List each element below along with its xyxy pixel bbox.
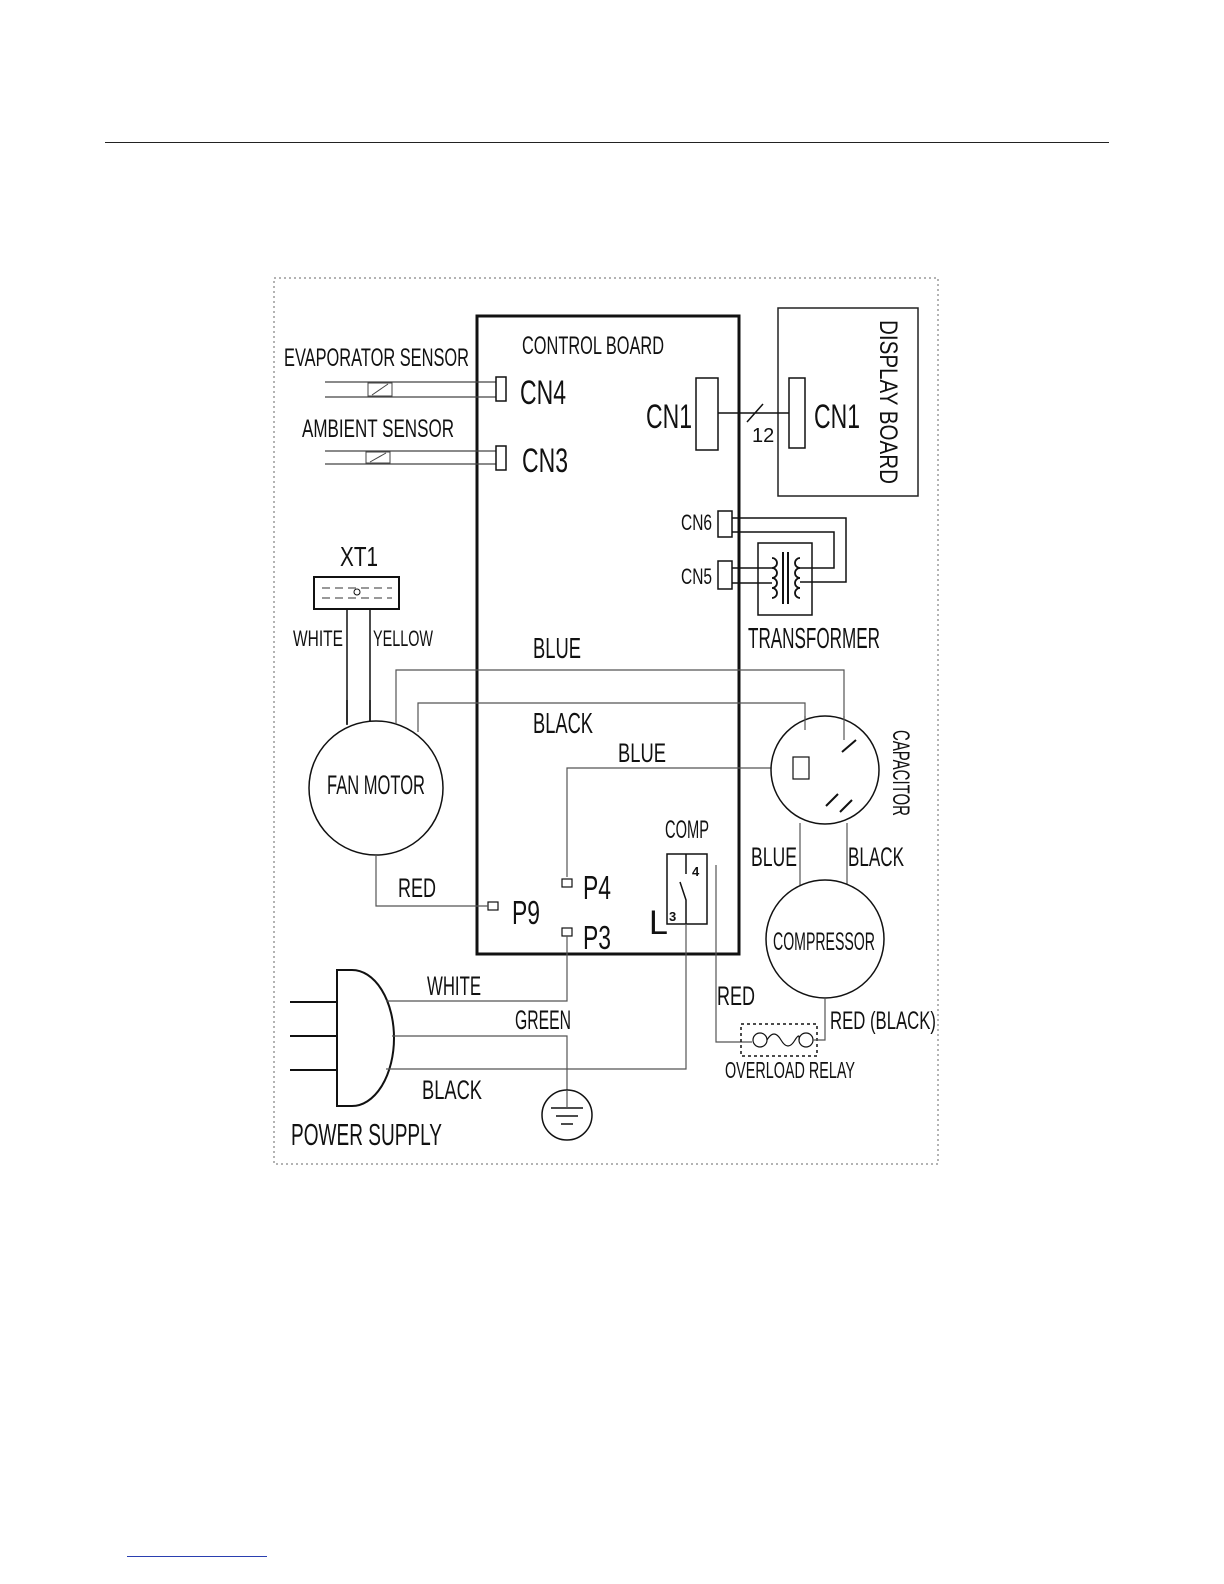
overload-to-compressor-wire bbox=[813, 998, 825, 1040]
cn6-connector bbox=[718, 511, 732, 537]
compressor-blue-label: BLUE bbox=[751, 842, 797, 872]
control-cn1-label: CN1 bbox=[646, 398, 692, 436]
capacitor-label: CAPACITOR bbox=[887, 730, 914, 816]
xt1-label: XT1 bbox=[340, 541, 378, 572]
transformer-label: TRANSFORMER bbox=[748, 623, 880, 655]
cn3-connector bbox=[496, 446, 506, 470]
relay-terminal-3: 3 bbox=[669, 909, 676, 924]
cn4-label: CN4 bbox=[520, 374, 566, 412]
power-green-label: GREEN bbox=[515, 1005, 571, 1035]
fan-motor-label: FAN MOTOR bbox=[327, 770, 425, 800]
blue-cap-label: BLUE bbox=[618, 738, 666, 768]
footer-link-underline[interactable] bbox=[127, 1556, 267, 1557]
bus-count-label: 12 bbox=[752, 425, 774, 447]
overload-relay-element bbox=[767, 1034, 799, 1046]
red-fan-label: RED bbox=[398, 873, 436, 903]
cn6-label: CN6 bbox=[681, 510, 712, 535]
cn4-connector bbox=[496, 377, 506, 401]
fan-white-label: WHITE bbox=[293, 626, 343, 651]
black-top-label: BLACK bbox=[533, 708, 593, 740]
capacitor-circle bbox=[771, 716, 879, 824]
p4-connector bbox=[562, 879, 572, 887]
blue-top-label: BLUE bbox=[533, 633, 581, 665]
p9-label: P9 bbox=[512, 894, 540, 931]
comp-label: COMP bbox=[665, 816, 709, 844]
transformer-box bbox=[758, 543, 812, 615]
control-cn1-connector bbox=[696, 378, 718, 450]
p9-connector bbox=[488, 902, 498, 910]
xt1-terminal-dot bbox=[354, 589, 360, 595]
control-board-label: CONTROL BOARD bbox=[522, 332, 664, 360]
ambient-sensor-label: AMBIENT SENSOR bbox=[302, 415, 454, 443]
power-supply-label: POWER SUPPLY bbox=[291, 1117, 442, 1152]
relay-terminal-4: 4 bbox=[692, 864, 700, 879]
transformer-primary-coil bbox=[772, 558, 777, 598]
compressor-black-label: BLACK bbox=[848, 842, 904, 872]
overload-relay-contact-right bbox=[799, 1033, 813, 1047]
capacitor-terminal-c bbox=[793, 757, 809, 779]
display-cn1-label: CN1 bbox=[814, 398, 860, 436]
cn3-label: CN3 bbox=[522, 442, 568, 480]
overload-relay-label: OVERLOAD RELAY bbox=[725, 1057, 855, 1083]
display-cn1-connector bbox=[789, 378, 805, 448]
p3-connector bbox=[562, 928, 572, 936]
control-board-box bbox=[477, 316, 739, 954]
relay-terminal-L: L bbox=[649, 904, 668, 942]
fan-yellow-label: YELLOW bbox=[373, 626, 433, 651]
comp-relay-switch bbox=[680, 854, 686, 924]
display-board-label: DISPLAY BOARD bbox=[874, 320, 902, 484]
cn5-label: CN5 bbox=[681, 564, 712, 589]
relay-red-label: RED bbox=[717, 981, 755, 1011]
transformer-secondary-coil bbox=[795, 558, 800, 598]
power-plug-body bbox=[337, 970, 394, 1106]
red-black-label: RED (BLACK) bbox=[830, 1007, 936, 1035]
compressor-label: COMPRESSOR bbox=[773, 928, 875, 956]
p3-label: P3 bbox=[583, 919, 611, 956]
blue-top-wire bbox=[396, 670, 844, 732]
overload-relay-contact-left bbox=[753, 1033, 767, 1047]
evaporator-sensor-label: EVAPORATOR SENSOR bbox=[284, 344, 469, 372]
power-black-label: BLACK bbox=[422, 1075, 482, 1105]
power-white-label: WHITE bbox=[427, 971, 481, 1001]
p4-label: P4 bbox=[583, 869, 611, 906]
cn5-connector bbox=[718, 561, 732, 589]
